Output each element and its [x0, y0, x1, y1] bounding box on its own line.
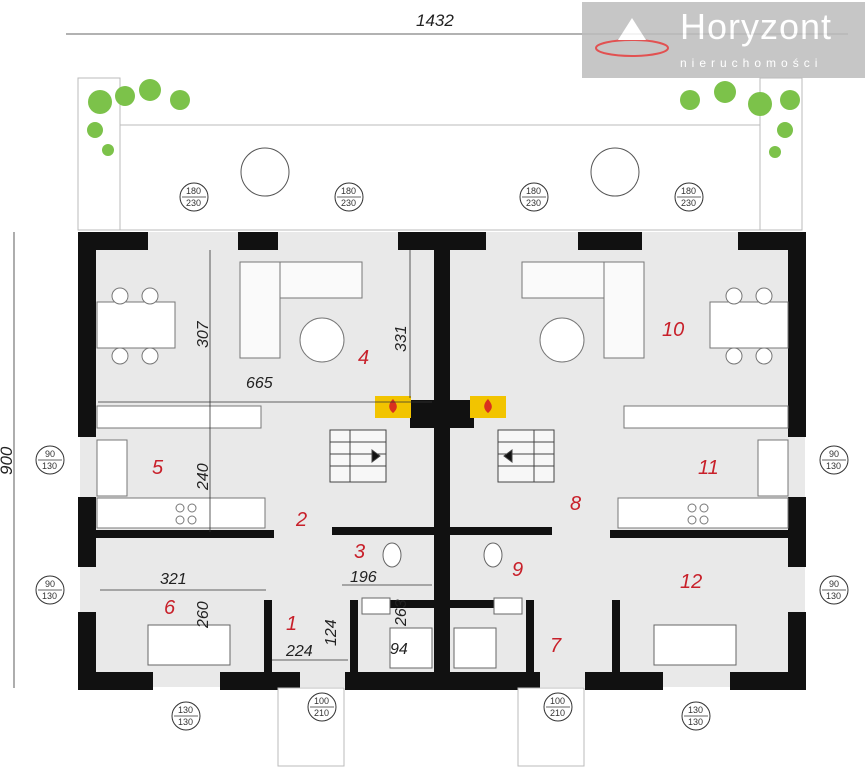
plant-left: [87, 79, 190, 156]
room-label-8: 8: [570, 493, 581, 515]
dining-table-right: [709, 287, 789, 365]
terrace: [119, 124, 761, 231]
dim-bath-depth: 263: [393, 599, 410, 627]
kitchen-counters: [96, 405, 789, 529]
svg-text:130: 130: [688, 717, 703, 727]
dim-kitchen: 240: [195, 463, 212, 491]
svg-text:180: 180: [681, 186, 696, 196]
room-label-2: 2: [295, 509, 307, 531]
bedroom-beds: [147, 624, 737, 666]
plant-right: [680, 81, 800, 158]
room-label-10: 10: [662, 319, 684, 341]
svg-text:230: 230: [341, 198, 356, 208]
svg-text:90: 90: [829, 449, 839, 459]
svg-text:180: 180: [341, 186, 356, 196]
svg-text:210: 210: [314, 708, 329, 718]
room-label-9: 9: [512, 559, 523, 581]
dining-table-left: [96, 287, 176, 365]
fireplace-left: [375, 396, 411, 418]
svg-text:230: 230: [186, 198, 201, 208]
stairs-left: [329, 429, 387, 483]
brand-logo: Horyzont nieruchomości: [582, 2, 865, 78]
dim-living-right: 331: [393, 325, 410, 352]
room-label-4: 4: [358, 347, 369, 369]
brand-name: Horyzont: [680, 6, 833, 47]
dim-room6-depth: 260: [195, 601, 212, 629]
inner-walls: [96, 400, 790, 672]
svg-text:230: 230: [526, 198, 541, 208]
dim-total-width: 1432: [416, 11, 454, 30]
svg-text:130: 130: [826, 591, 841, 601]
svg-text:90: 90: [45, 579, 55, 589]
svg-text:210: 210: [550, 708, 565, 718]
outdoor-tables: [240, 147, 640, 197]
logo-mark-icon: [595, 18, 669, 57]
dim-hall-width: 224: [285, 643, 313, 660]
dimension-lines: [13, 33, 848, 688]
svg-text:180: 180: [186, 186, 201, 196]
coffee-table-left: [299, 317, 345, 363]
svg-text:180: 180: [526, 186, 541, 196]
dim-total-depth: 900: [0, 446, 16, 475]
stairs-right: [497, 429, 555, 483]
dim-living-depth: 307: [195, 320, 212, 348]
fireplace-right: [470, 396, 506, 418]
room-label-7: 7: [550, 635, 562, 657]
sofa-right: [521, 261, 645, 359]
svg-text:100: 100: [314, 696, 329, 706]
room-label-3: 3: [354, 541, 365, 563]
svg-text:90: 90: [829, 579, 839, 589]
svg-text:130: 130: [178, 705, 193, 715]
dim-bath-width: 196: [350, 569, 377, 586]
svg-text:230: 230: [681, 198, 696, 208]
room-label-12: 12: [680, 571, 702, 593]
svg-text:90: 90: [45, 449, 55, 459]
brand-subtitle: nieruchomości: [680, 56, 823, 70]
svg-text:130: 130: [42, 461, 57, 471]
bathroom-fixtures: [361, 542, 523, 669]
outer-walls: [78, 232, 806, 690]
svg-text:130: 130: [178, 717, 193, 727]
room-label-1: 1: [286, 613, 297, 635]
sofa-left: [239, 261, 363, 359]
svg-text:130: 130: [826, 461, 841, 471]
coffee-table-right: [539, 317, 585, 363]
svg-text:130: 130: [688, 705, 703, 715]
svg-text:130: 130: [42, 591, 57, 601]
dim-wc-width: 94: [390, 641, 408, 658]
dim-hall-depth: 124: [323, 619, 340, 646]
room-label-11: 11: [698, 457, 719, 479]
dim-room6-width: 321: [160, 571, 187, 588]
room-label-5: 5: [152, 457, 164, 479]
dim-living-width: 665: [246, 375, 273, 392]
svg-text:100: 100: [550, 696, 565, 706]
room-label-6: 6: [164, 597, 176, 619]
